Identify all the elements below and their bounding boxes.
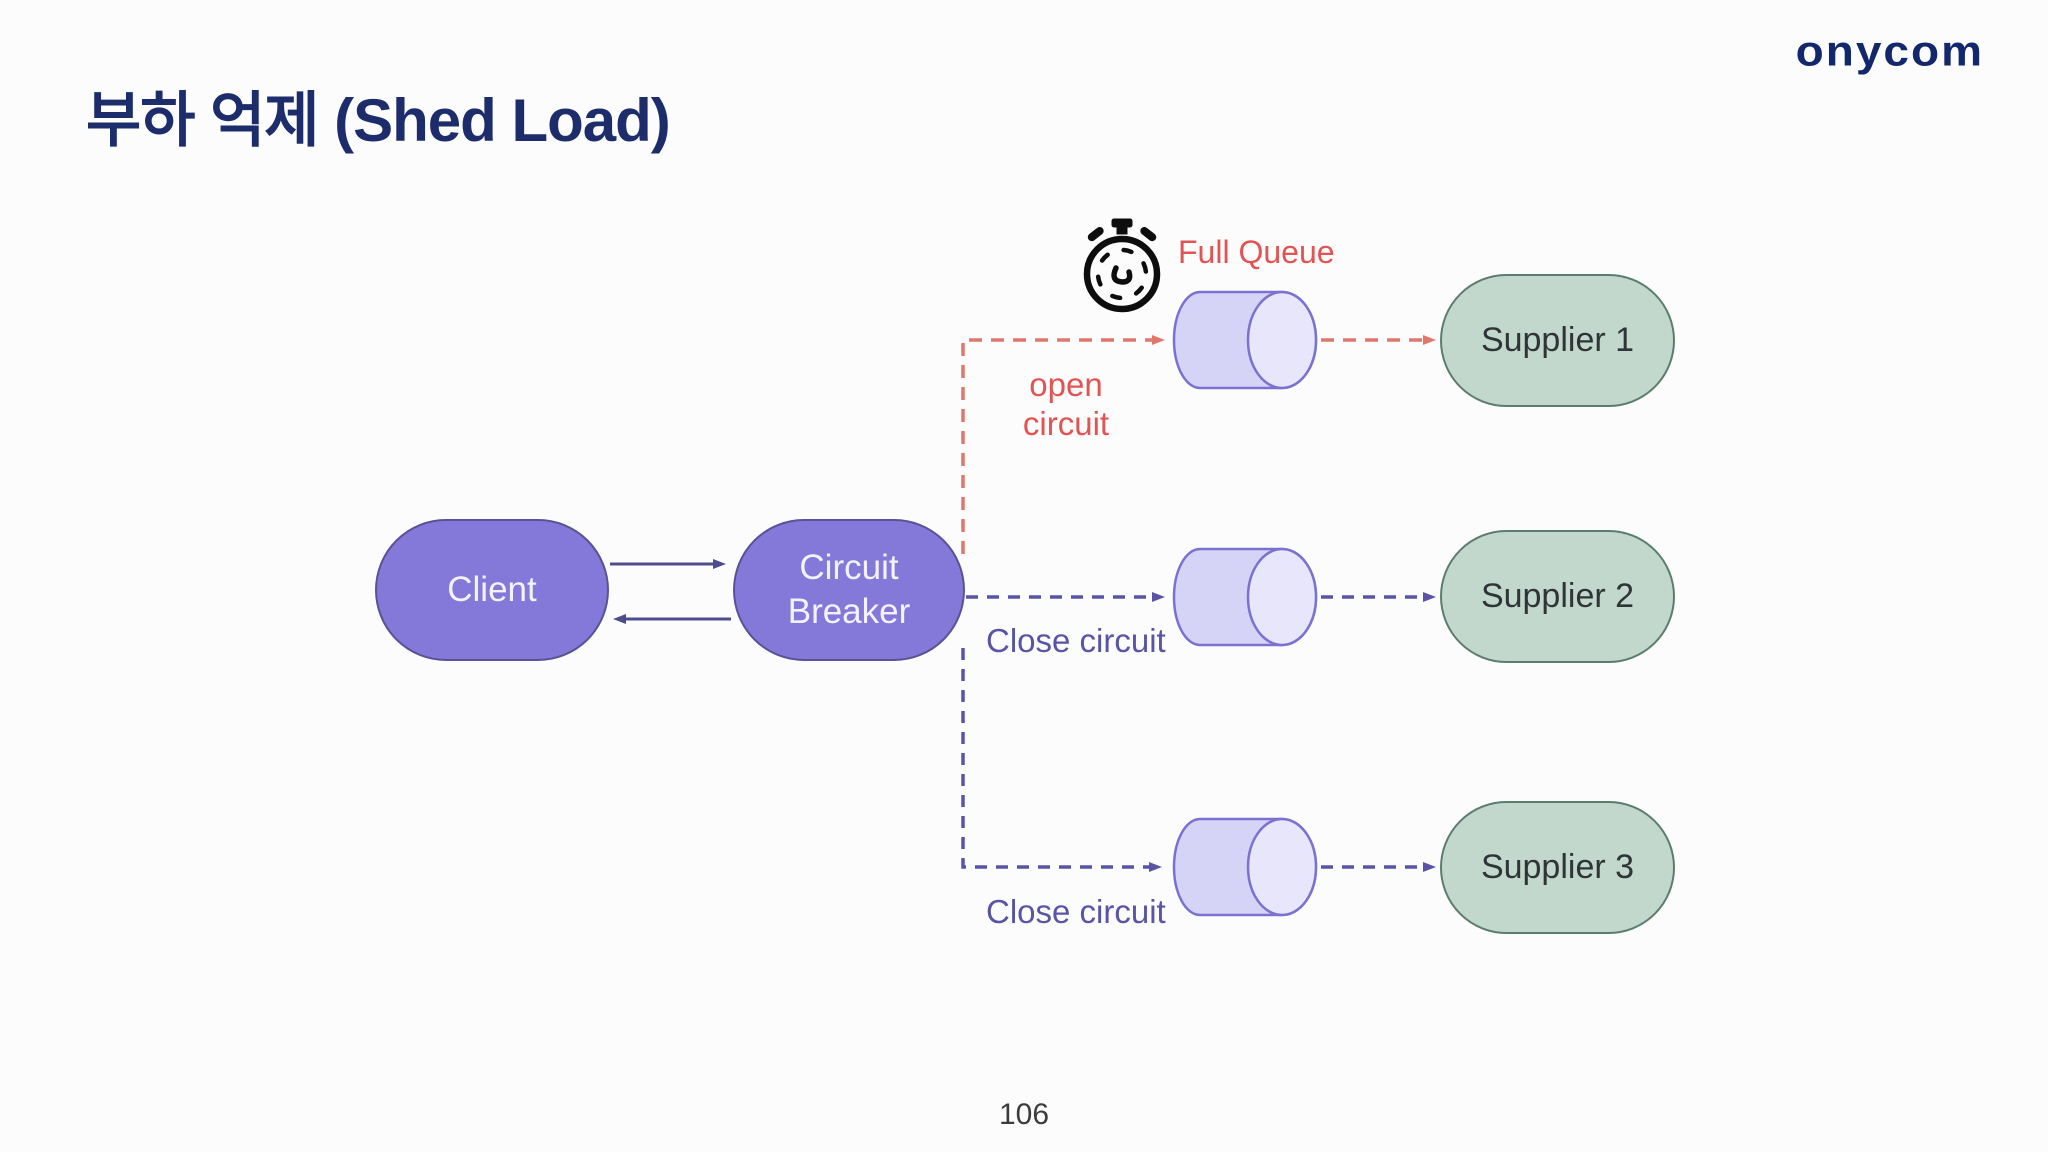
queue-cylinder-3 bbox=[1172, 817, 1318, 917]
page-title: 부하 억제 (Shed Load) bbox=[86, 87, 671, 154]
node-supplier-1-label: Supplier 1 bbox=[1480, 321, 1635, 359]
node-supplier-2-label: Supplier 2 bbox=[1480, 577, 1635, 615]
node-client-label: Client bbox=[447, 570, 537, 610]
page-number: 106 bbox=[998, 1098, 1050, 1131]
node-supplier-3: Supplier 3 bbox=[1440, 801, 1675, 934]
stopwatch-icon bbox=[1083, 218, 1161, 313]
company-logo: onycom bbox=[1795, 27, 1984, 75]
close-circuit-label-2: Close circuit bbox=[986, 893, 1166, 930]
dashed-open-circuit-to-queue1 bbox=[961, 335, 1165, 554]
node-client: Client bbox=[375, 519, 609, 661]
dashed-cb-to-queue3 bbox=[961, 648, 1162, 872]
node-circuit-breaker-label: Circuit Breaker bbox=[787, 548, 911, 631]
close-circuit-label-1: Close circuit bbox=[986, 622, 1166, 659]
node-supplier-2: Supplier 2 bbox=[1440, 530, 1675, 663]
node-supplier-3-label: Supplier 3 bbox=[1480, 848, 1635, 886]
queue-cylinder-1 bbox=[1172, 290, 1318, 390]
full-queue-label: Full Queue bbox=[1178, 234, 1335, 270]
queue-cylinder-2 bbox=[1172, 547, 1318, 647]
open-circuit-label: open circuit bbox=[1022, 366, 1110, 442]
node-supplier-1: Supplier 1 bbox=[1440, 274, 1675, 407]
node-circuit-breaker: Circuit Breaker bbox=[733, 519, 965, 661]
